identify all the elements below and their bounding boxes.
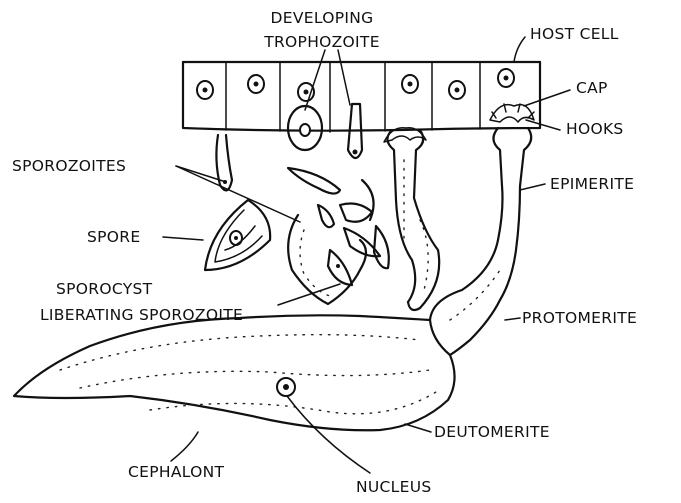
label-sporozoites: SPOROZOITES <box>12 157 126 175</box>
label-host-cell: HOST CELL <box>530 25 619 43</box>
label-sporocyst-line1: SPOROCYST <box>56 280 153 298</box>
label-nucleus: NUCLEUS <box>356 478 431 496</box>
attached-trophozoite <box>384 128 439 310</box>
labels: DEVELOPING TROPHOZOITE HOST CELL CAP HOO… <box>12 9 637 496</box>
label-developing-trophozoite-line2: TROPHOZOITE <box>263 33 380 51</box>
label-hooks: HOOKS <box>566 120 624 138</box>
cephalont-body <box>14 104 534 430</box>
nucleus-marker <box>277 378 295 396</box>
label-developing-trophozoite-line1: DEVELOPING <box>271 9 374 27</box>
label-cap: CAP <box>576 79 608 97</box>
label-epimerite: EPIMERITE <box>550 175 634 193</box>
host-cell-nuclei <box>197 69 514 101</box>
label-spore: SPORE <box>87 228 140 246</box>
label-protomerite: PROTOMERITE <box>522 309 637 327</box>
sporocyst <box>288 215 380 304</box>
label-cephalont: CEPHALONT <box>128 463 224 481</box>
spore <box>205 200 270 270</box>
label-sporocyst-line2: LIBERATING SPOROZOITE <box>40 306 243 324</box>
free-sporozoites <box>288 168 389 268</box>
label-deutomerite: DEUTOMERITE <box>434 423 550 441</box>
